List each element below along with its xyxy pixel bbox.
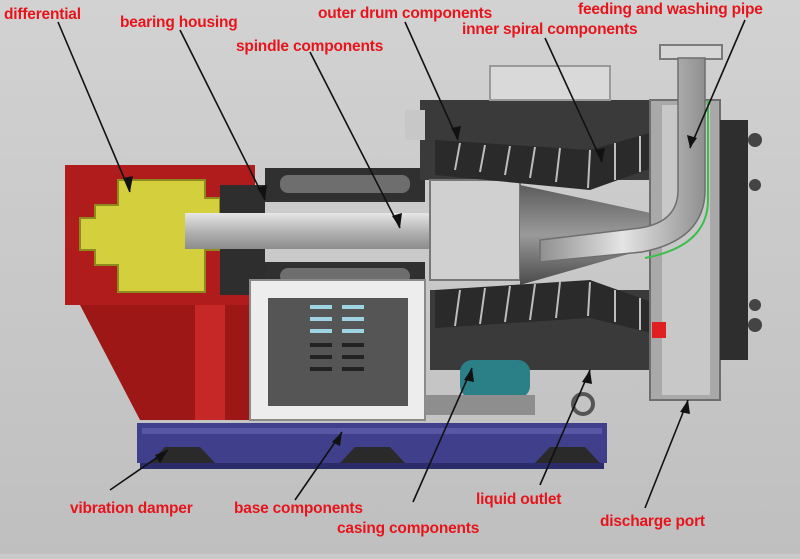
- outer-drum: [435, 130, 660, 335]
- leader-lines: [57, 19, 746, 509]
- spiral-blades-top: [454, 136, 641, 189]
- label-discharge-port: discharge port: [600, 513, 705, 530]
- spindle-hub: [429, 179, 521, 281]
- feeding-pipe: [539, 44, 723, 263]
- bearing-race-top: [280, 175, 410, 193]
- bolt-4: [748, 318, 762, 332]
- leader-bearing-housing: [179, 29, 266, 201]
- base-highlight: [142, 428, 602, 434]
- bolt-3: [749, 299, 761, 311]
- discharge-side-plate: [720, 120, 748, 360]
- leader-differential: [57, 21, 131, 193]
- arrow-inner-spiral: [595, 148, 605, 162]
- leader-spindle: [309, 51, 401, 229]
- top-cover: [489, 65, 611, 101]
- arrow-spindle: [392, 213, 402, 228]
- damper-middle: [340, 447, 405, 463]
- frame-post: [195, 305, 225, 420]
- label-vibration-damper: vibration damper: [70, 500, 193, 517]
- leader-arrowheads: [123, 126, 697, 463]
- label-inner-spiral-components: inner spiral components: [462, 21, 638, 38]
- arrow-outer-drum: [451, 126, 461, 140]
- arrow-liquid-outlet: [582, 370, 592, 384]
- leader-discharge-port: [644, 399, 689, 509]
- gearbox-body: [79, 179, 221, 293]
- pipe-flange: [659, 44, 723, 60]
- discharge-port: [649, 99, 762, 401]
- vent-slots: [310, 305, 364, 333]
- differential-gearbox: [79, 179, 221, 293]
- outlet-collar: [425, 395, 535, 415]
- arrow-vibration: [155, 450, 168, 463]
- label-bearing-housing: bearing housing: [120, 14, 238, 31]
- bolt-2: [749, 179, 761, 191]
- label-differential: differential: [4, 6, 81, 23]
- leader-inner-spiral: [544, 37, 603, 163]
- leader-base: [294, 431, 343, 501]
- label-liquid-outlet: liquid outlet: [476, 491, 562, 508]
- arrow-differential: [123, 176, 133, 192]
- arrow-casing: [464, 368, 474, 382]
- pipe-body: [539, 57, 706, 263]
- bolt-1: [748, 133, 762, 147]
- leader-liquid-outlet: [539, 369, 591, 486]
- spiral-blades-bottom: [454, 281, 641, 330]
- base-group: [137, 423, 607, 469]
- base-shadow: [140, 463, 604, 469]
- casing-flange: [405, 110, 425, 140]
- arrow-feeding-pipe: [687, 135, 697, 148]
- pipe-green-line: [644, 100, 709, 259]
- housing-window: [268, 298, 408, 406]
- red-seal: [652, 322, 666, 338]
- arrow-base: [332, 432, 342, 446]
- outlet-ring: [571, 392, 595, 416]
- label-casing-components: casing components: [337, 520, 480, 537]
- label-base-components: base components: [234, 500, 363, 517]
- leader-feeding-pipe: [689, 19, 746, 149]
- label-outer-drum-components: outer drum components: [318, 5, 493, 22]
- arrow-discharge: [680, 400, 690, 414]
- liquid-outlet-body: [460, 360, 530, 398]
- base-housing: [249, 279, 426, 421]
- drum-lower: [435, 280, 660, 335]
- leader-casing: [412, 367, 473, 503]
- arrow-bearing: [257, 185, 267, 200]
- label-spindle-components: spindle components: [236, 38, 384, 55]
- drum-upper: [435, 130, 660, 190]
- vent-slots-dark: [310, 343, 364, 371]
- leader-outer-drum: [404, 21, 459, 141]
- label-feeding-and-washing-pipe: feeding and washing pipe: [578, 1, 763, 18]
